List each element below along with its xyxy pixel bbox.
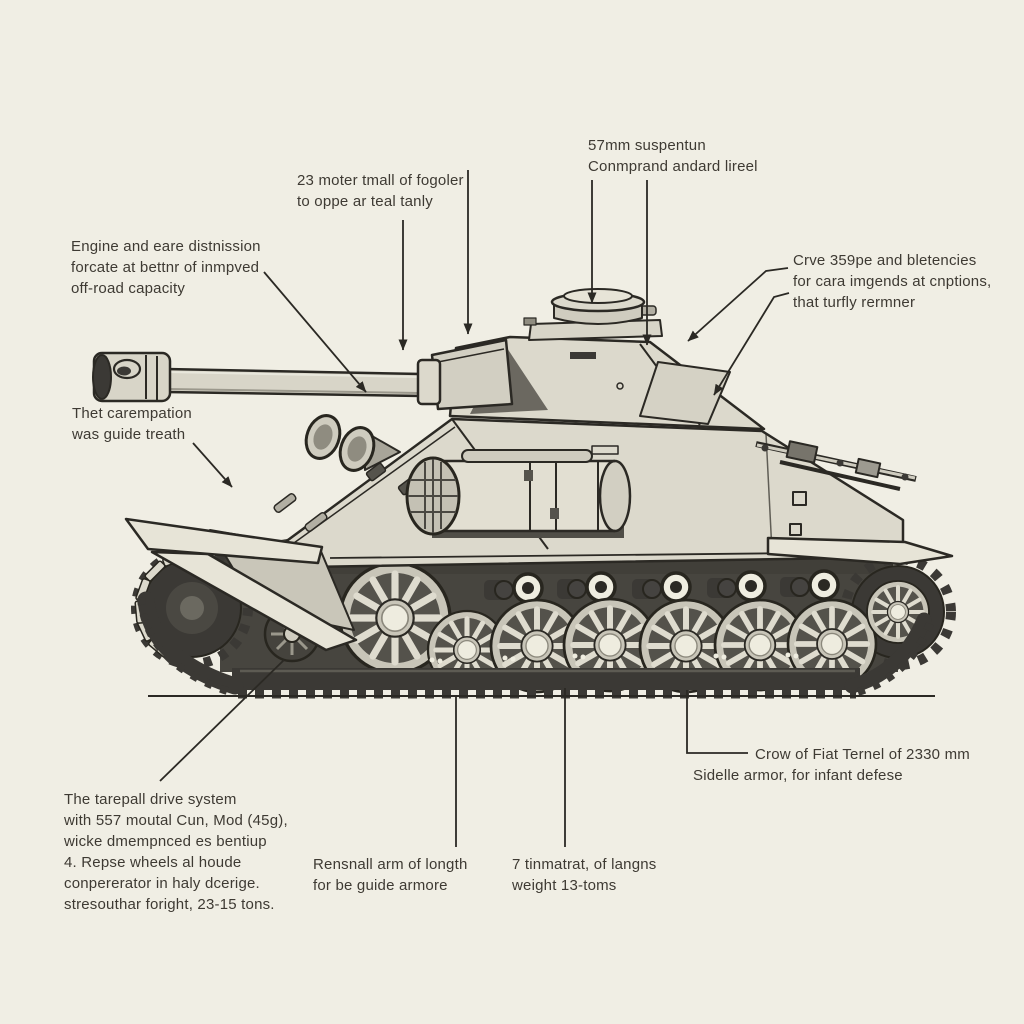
turret-rear-hatch [639, 361, 731, 425]
label-suspension: 57mm suspentun Conmprand andard lireel [588, 137, 758, 175]
track-bottom-run [137, 591, 936, 699]
leader-engine [263, 271, 367, 393]
muzzle-brake [92, 351, 172, 403]
hull-hatch-detail [792, 491, 807, 506]
leader-side-armor [686, 690, 748, 754]
hull-vent-detail [591, 445, 619, 455]
leader-hull-front [192, 442, 233, 488]
main-gun [92, 351, 442, 406]
rear-deck-tools [755, 440, 917, 491]
front-fender [124, 517, 324, 565]
label-turret-rear: Crve 359pe and bletencies for cara imgen… [793, 252, 992, 311]
label-gun-mount: 23 moter tmall of fogoler to oppe ar tea… [297, 172, 464, 210]
exhaust-muffler [405, 449, 632, 538]
leader-turret-rear [687, 267, 789, 342]
turret-roof-vent [570, 352, 596, 359]
label-drive-system: The tarepall drive system with 557 mouta… [64, 791, 288, 913]
leader-lines [159, 170, 790, 847]
label-hull-front: Thet carempation was guide treath [72, 405, 192, 443]
label-side-armor: Crow of Fiat Ternel of 2330 mm Sidelle a… [693, 746, 970, 784]
leader-turret-rear-2 [713, 292, 790, 396]
hull-hatch-detail [789, 523, 802, 536]
turret [430, 288, 766, 431]
label-track-length: Rensnall arm of longth for be guide armo… [313, 856, 468, 894]
label-engine: Engine and eare distnission forcate at b… [71, 238, 261, 297]
rear-fender [766, 536, 954, 566]
twin-exhaust-stubs [304, 414, 401, 472]
barrel-collar [416, 358, 442, 406]
leader-drive-system [159, 659, 285, 782]
commander-cupola [523, 288, 663, 341]
muffler-pipe [461, 449, 593, 463]
label-weight: 7 tinmatrat, of langns weight 13-toms [512, 856, 657, 894]
hull-rivet-dots [429, 652, 799, 664]
